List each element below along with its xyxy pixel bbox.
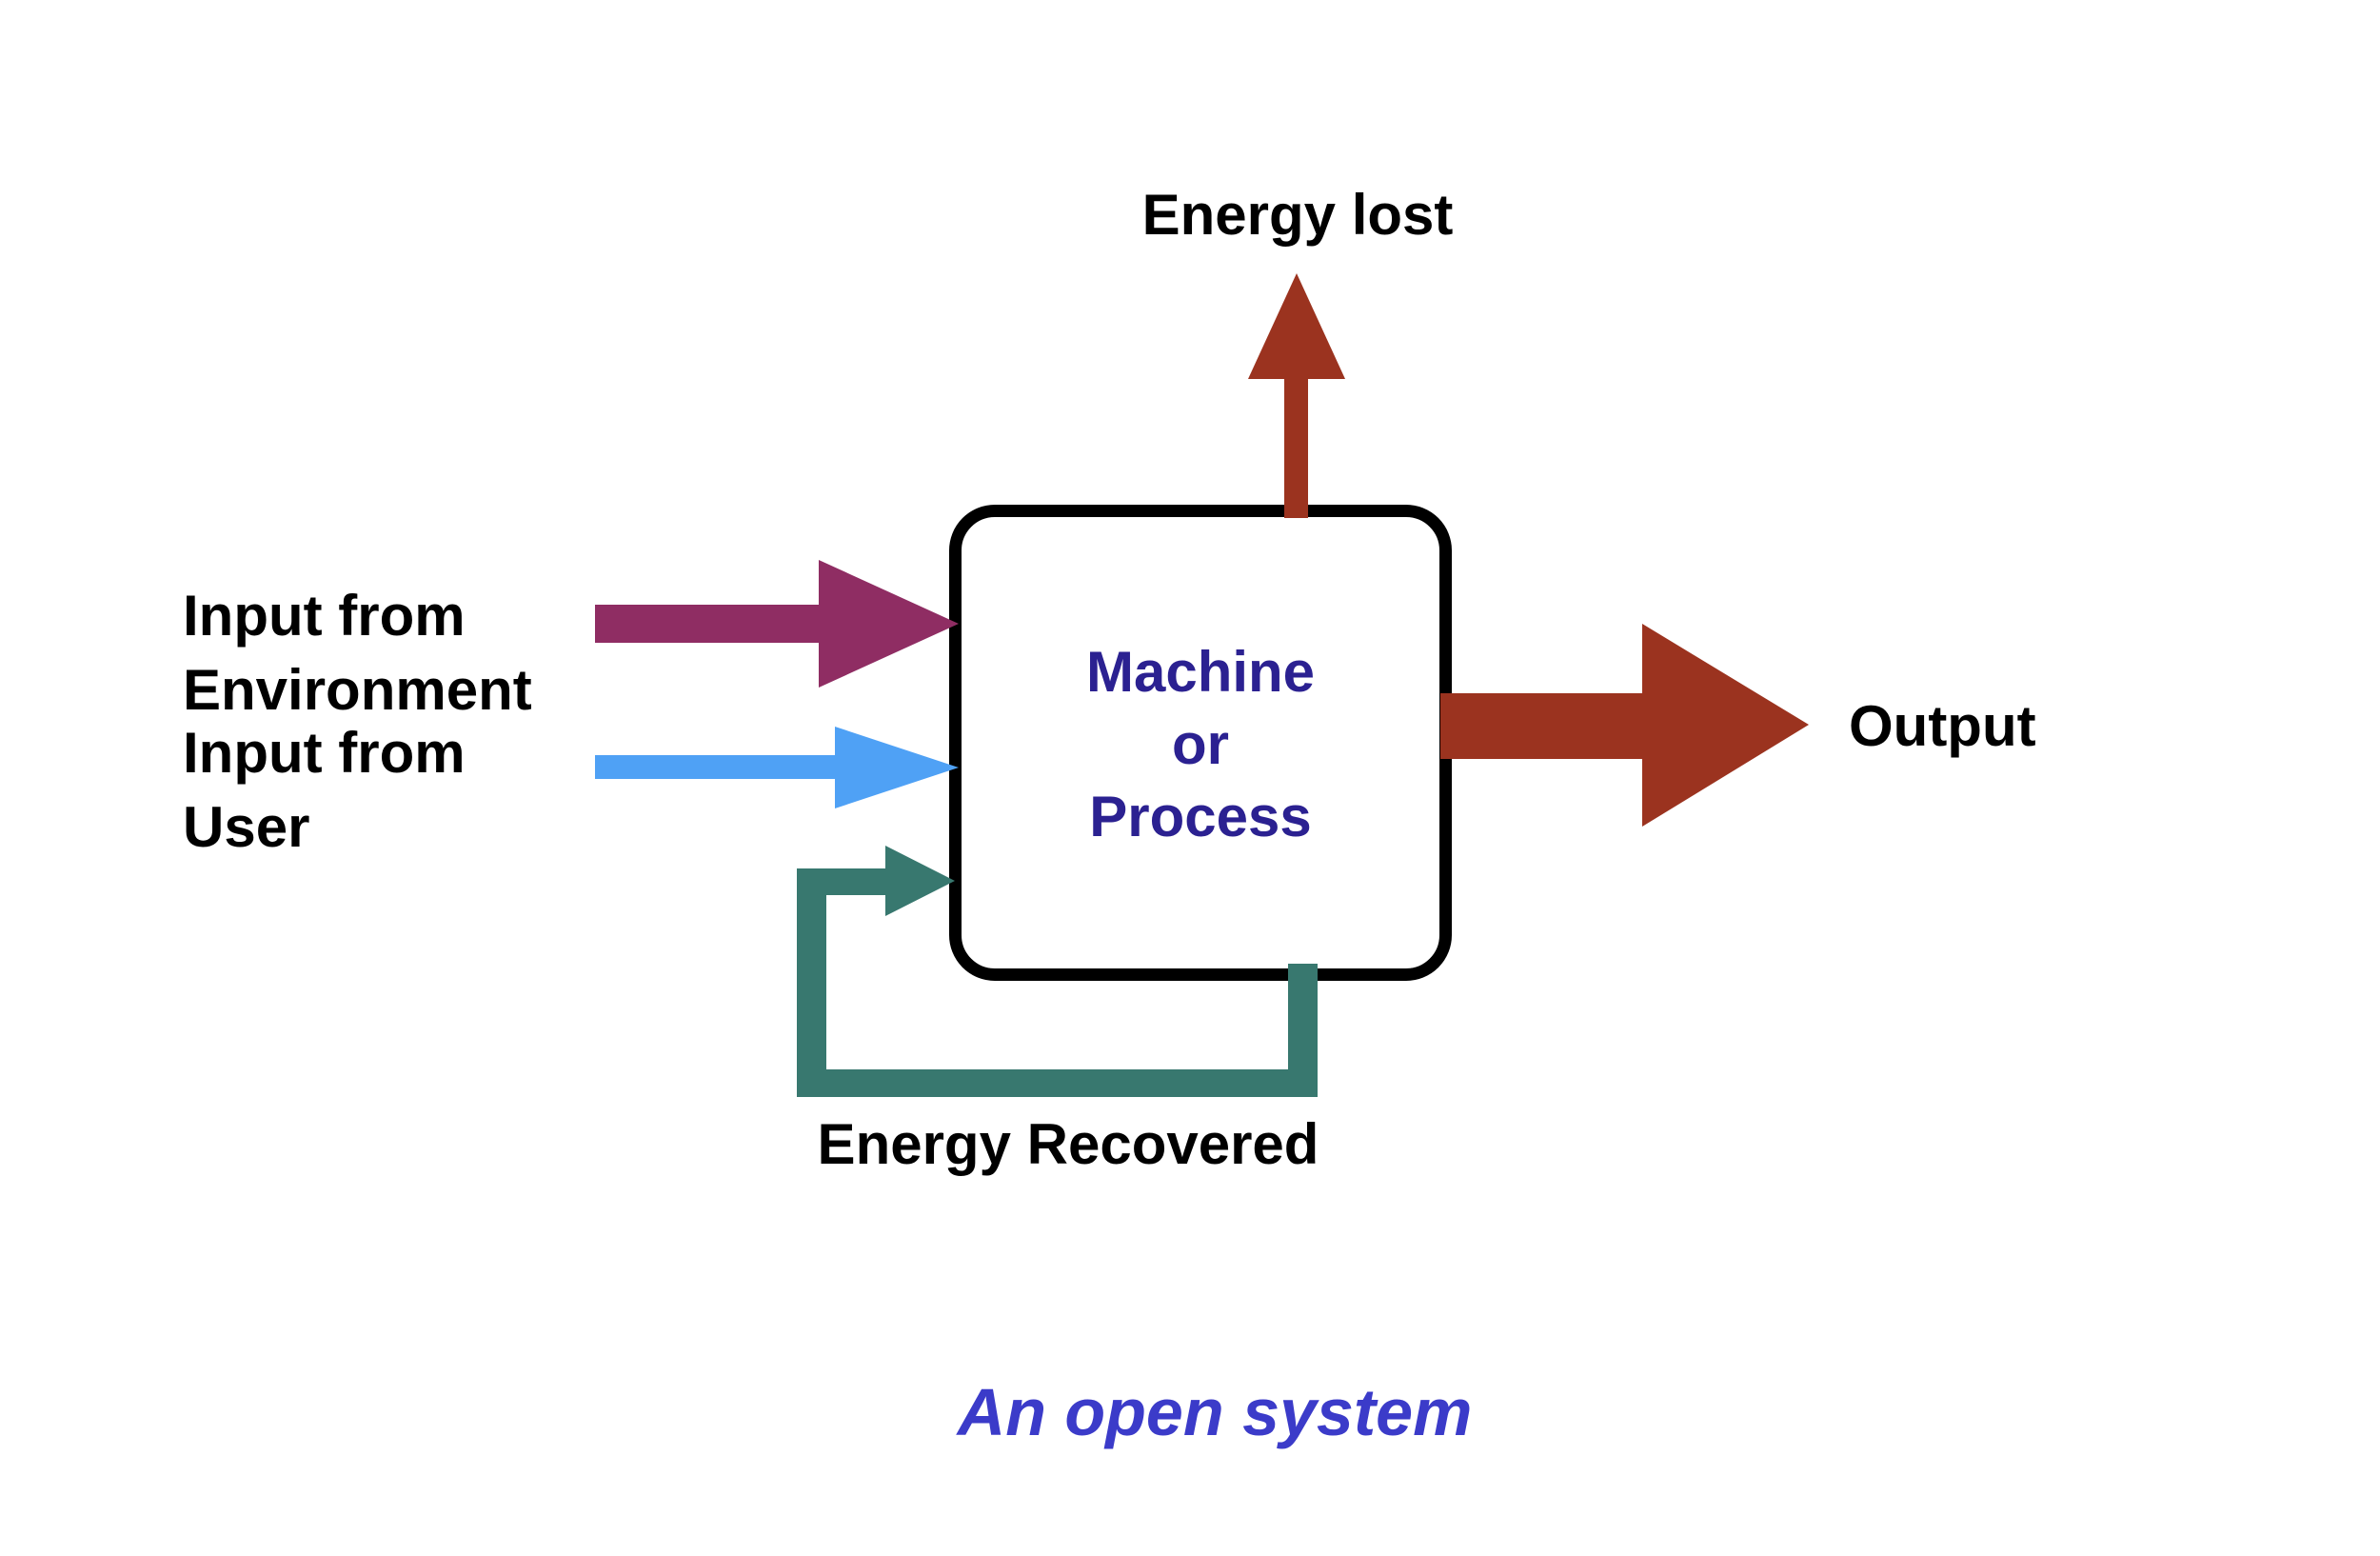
output-label: Output xyxy=(1849,694,2036,758)
energy-recovered-loop-inflow-body xyxy=(797,868,885,895)
output-arrow-body xyxy=(1440,693,1642,759)
energy-lost-label: Energy lost xyxy=(1141,183,1454,247)
process-box-label-line2: or xyxy=(1172,712,1229,776)
energy-recovered-loop-left-segment xyxy=(797,868,826,1097)
energy-recovered-loop-bottom-segment xyxy=(797,1069,1318,1097)
energy-recovered-label: Energy Recovered xyxy=(817,1112,1319,1176)
input-environment-arrow-body xyxy=(595,605,819,643)
input-environment-label-line2: Environment xyxy=(183,658,532,722)
process-box-label-line3: Process xyxy=(1089,785,1312,848)
caption: An open system xyxy=(957,1375,1473,1449)
process-box-label-line1: Machine xyxy=(1085,640,1316,704)
output-arrowhead-icon xyxy=(1642,624,1809,827)
process-box: Machine or Process xyxy=(949,505,1452,981)
input-user-label-line1: Input from xyxy=(183,721,466,785)
process-box-label: Machine or Process xyxy=(1086,636,1315,853)
input-environment-label: Input from Environment xyxy=(183,579,532,728)
input-user-label: Input from User xyxy=(183,716,466,865)
energy-recovered-arrowhead-icon xyxy=(885,846,955,916)
energy-lost-arrow-stem xyxy=(1284,379,1308,518)
input-user-label-line2: User xyxy=(183,795,310,859)
input-user-arrow-body xyxy=(595,755,835,779)
input-environment-arrowhead-icon xyxy=(819,560,959,688)
energy-lost-arrowhead-icon xyxy=(1248,273,1345,379)
input-user-arrowhead-icon xyxy=(835,727,959,808)
input-environment-label-line1: Input from xyxy=(183,584,466,648)
